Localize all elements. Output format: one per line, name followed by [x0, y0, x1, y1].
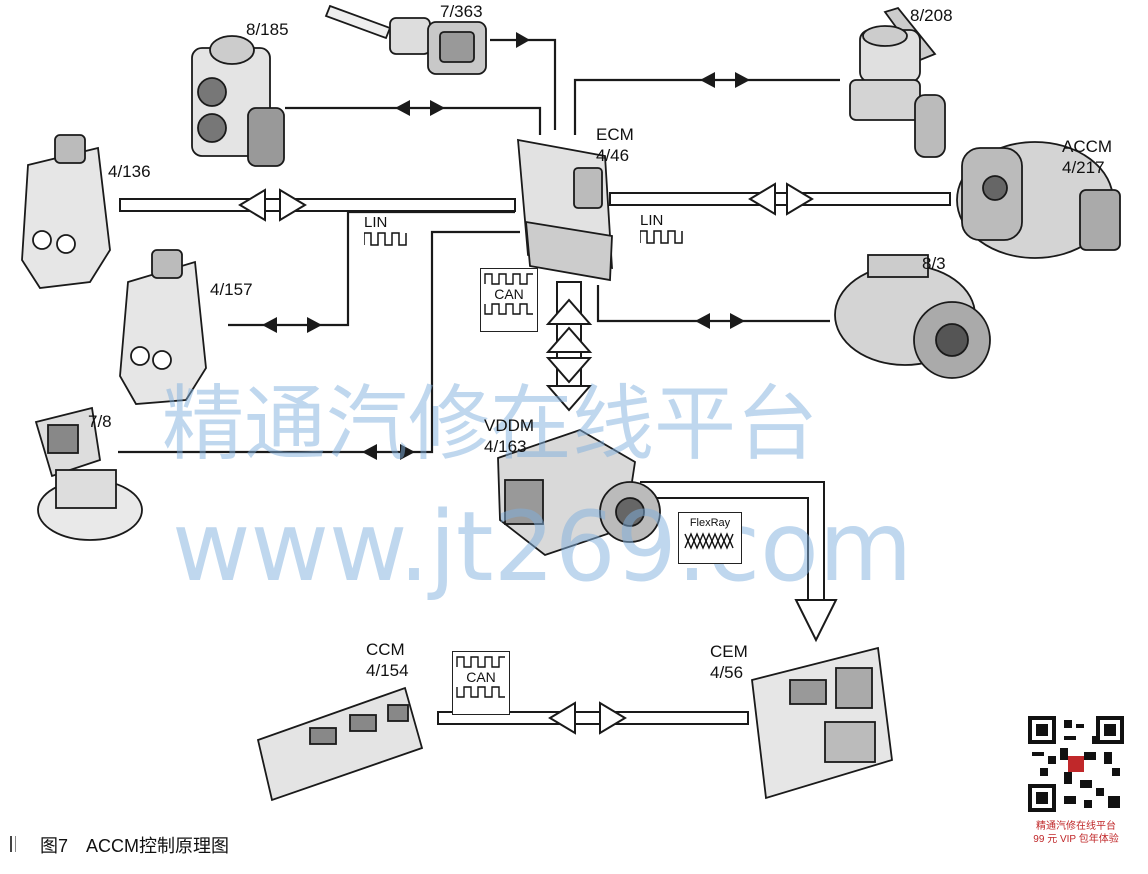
- label-cem-name: CEM: [710, 642, 748, 661]
- qr-code-icon: [1028, 716, 1124, 812]
- sensor-7-363-drawing: [324, 4, 487, 75]
- arrow-7-8: [362, 444, 377, 460]
- lin-label-left: LIN: [364, 214, 388, 231]
- lin-wave-left-icon: [363, 232, 407, 246]
- lin-badge-left: LIN: [363, 214, 410, 252]
- valve-8-208-drawing: [849, 6, 946, 158]
- actuator-4-157-drawing: [119, 249, 207, 405]
- can-label-top: CAN: [494, 286, 524, 302]
- bus-arrow-ccm-cem: [548, 701, 576, 735]
- can-wave-bottom-icon-2: [456, 686, 505, 698]
- lin-wave-right-icon: [639, 230, 683, 244]
- bus-vddm-cem-inner: [640, 497, 809, 600]
- bus-arrow-accm: [748, 182, 776, 216]
- bus-4-136-ecm: [119, 198, 516, 212]
- label-ccm-name: CCM: [366, 640, 405, 659]
- bus-arrows: [238, 182, 838, 735]
- can-label-bottom: CAN: [466, 669, 496, 685]
- label-accm-name: ACCM: [1062, 137, 1113, 156]
- component-drawings: [21, 4, 1121, 802]
- label-vddm-code: 4/163: [484, 437, 527, 456]
- lin-label-right: LIN: [640, 212, 664, 229]
- actuator-4-136-drawing: [21, 134, 111, 289]
- flexray-label: FlexRay: [689, 517, 731, 529]
- bus-arrow-4-136: [238, 188, 266, 222]
- line-7-8-ecm: [118, 230, 520, 454]
- line-8-185-ecm: [285, 106, 542, 135]
- bus-arrow-to-cem: [794, 599, 838, 643]
- caption-mark: [10, 836, 16, 852]
- vddm-drawing: [497, 429, 661, 557]
- line-8-3-ecm: [596, 285, 830, 323]
- figure-caption: 图7 ACCM控制原理图: [40, 836, 230, 856]
- label-accm-code: 4/217: [1062, 158, 1105, 177]
- bus-arrow-ecm-vddm: [545, 326, 593, 353]
- label-8-185: 8/185: [246, 20, 289, 39]
- label-8-3: 8/3: [922, 254, 946, 273]
- watermark: 精通汽修在线平台 www.jt269.com: [162, 377, 912, 603]
- flexray-wave-icon: [684, 532, 734, 550]
- can-wave-bottom-icon: [456, 656, 505, 668]
- label-7-363: 7/363: [440, 2, 483, 21]
- arrow-7-363: [516, 32, 530, 48]
- qr-caption-line1: 精通汽修在线平台: [1036, 821, 1116, 832]
- arrow-8-185: [395, 100, 410, 116]
- line-8-208-ecm: [573, 78, 840, 135]
- watermark-line2: www.jt269.com: [172, 491, 912, 603]
- can-badge-top: CAN: [480, 268, 538, 332]
- valve-8-185-drawing: [191, 35, 285, 167]
- label-vddm-name: VDDM: [484, 416, 535, 435]
- label-4-157: 4/157: [210, 280, 253, 299]
- bus-vddm-cem: [640, 481, 825, 600]
- flexray-badge: FlexRay: [678, 512, 742, 564]
- label-ecm-name: ECM: [596, 125, 634, 144]
- signal-arrows: [262, 32, 750, 460]
- lin-badge-right: LIN: [639, 212, 686, 250]
- switch-7-8-drawing: [34, 406, 143, 541]
- ecm-drawing: [517, 138, 613, 282]
- label-4-136: 4/136: [108, 162, 151, 181]
- bus-ccm-cem: [437, 711, 749, 725]
- arrow-8-3: [695, 313, 710, 329]
- label-ccm-code: 4/154: [366, 661, 409, 680]
- label-ecm-code: 4/46: [596, 146, 630, 165]
- label-7-8: 7/8: [88, 412, 112, 431]
- qr-caption: 精通汽修在线平台 99 元 VIP 包年体验: [1012, 820, 1140, 846]
- label-cem-code: 4/56: [710, 663, 744, 682]
- arrow-8-208: [700, 72, 715, 88]
- accm-drawing: [956, 141, 1121, 259]
- label-8-208: 8/208: [910, 6, 953, 25]
- can-wave-top-icon-2: [484, 303, 533, 315]
- qr-caption-line2: 99 元 VIP 包年体验: [1033, 834, 1119, 845]
- line-7-363-ecm: [490, 38, 557, 130]
- bus-ecm-accm: [609, 192, 951, 206]
- watermark-line1: 精通汽修在线平台: [162, 377, 818, 472]
- compressor-8-3-drawing: [834, 254, 991, 379]
- can-wave-top-icon: [484, 273, 533, 285]
- cem-drawing: [751, 646, 893, 800]
- ccm-drawing: [256, 686, 424, 802]
- arrow-4-157: [262, 317, 277, 333]
- can-badge-bottom: CAN: [452, 651, 510, 715]
- qr-code: [1028, 716, 1124, 812]
